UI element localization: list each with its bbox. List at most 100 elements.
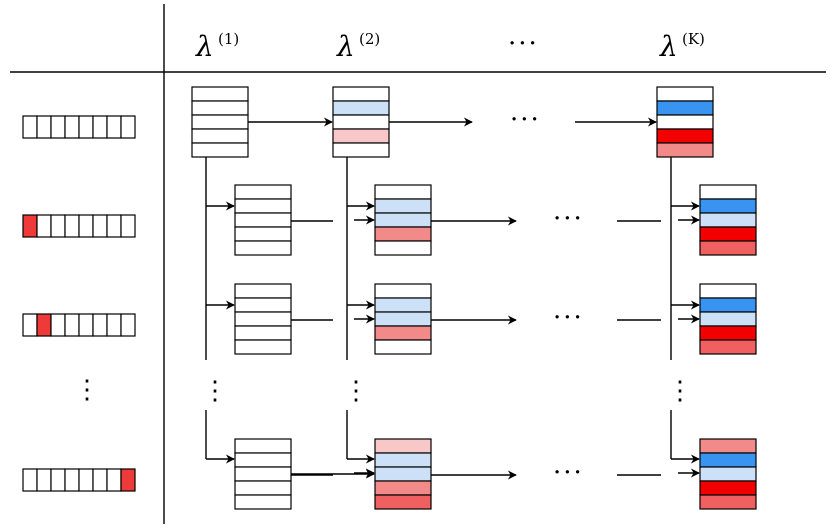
input-pattern-flip-2-cell xyxy=(78,313,94,337)
stack-base-stage-3-cell xyxy=(656,86,714,102)
row-ellipsis: ··· xyxy=(510,105,541,135)
input-pattern-flip-n-cell xyxy=(50,468,66,492)
stack-flip-2-stage-3-cell xyxy=(699,339,757,355)
stack-base-stage-1-cell xyxy=(191,100,249,116)
stack-base-stage-1-cell xyxy=(191,142,249,158)
stack-flip-n-stage-3-cell xyxy=(699,480,757,496)
stack-base-stage-3-cell xyxy=(656,100,714,116)
row-ellipsis: ··· xyxy=(553,303,584,333)
stack-base-stage-3-cell xyxy=(656,114,714,130)
header-symbol: λ xyxy=(659,30,678,63)
header-symbol: λ xyxy=(336,30,355,63)
stack-flip-2-stage-1-cell xyxy=(234,339,292,355)
header-superscript: (K) xyxy=(682,30,705,48)
stack-flip-2-stage-2-cell xyxy=(374,297,432,313)
stack-flip-2-stage-3-cell xyxy=(699,297,757,313)
column-header-lambda-k: λ (K) xyxy=(659,30,705,63)
stack-flip-n-stage-2-cell xyxy=(374,452,432,468)
stack-flip-n-stage-3-cell xyxy=(699,452,757,468)
input-pattern-base-cell xyxy=(92,115,108,139)
vertical-ellipsis: ⋮ xyxy=(343,376,371,406)
input-pattern-flip-2-cell xyxy=(106,313,122,337)
stack-base-stage-1-cell xyxy=(191,114,249,130)
stack-flip-1-stage-2-cell xyxy=(374,184,432,200)
input-pattern-flip-2-cell xyxy=(22,313,38,337)
input-pattern-flip-n-cell xyxy=(92,468,108,492)
stack-flip-1-stage-1-cell xyxy=(234,240,292,256)
input-pattern-base-cell xyxy=(64,115,80,139)
input-pattern-base-cell xyxy=(22,115,38,139)
input-pattern-flip-2-cell xyxy=(120,313,136,337)
input-pattern-flip-n-cell xyxy=(106,468,122,492)
stack-flip-1-stage-1-cell xyxy=(234,212,292,228)
stack-flip-1-stage-1-cell xyxy=(234,184,292,200)
stack-flip-2-stage-2-cell xyxy=(374,283,432,299)
stack-base-stage-2-cell xyxy=(332,114,390,130)
input-pattern-flip-2-cell xyxy=(50,313,66,337)
input-pattern-base-cell xyxy=(106,115,122,139)
row-ellipsis: ··· xyxy=(553,458,584,488)
stack-flip-1-stage-3-cell xyxy=(699,226,757,242)
stack-flip-2-stage-2-cell xyxy=(374,339,432,355)
row-ellipsis: ··· xyxy=(553,204,584,234)
stack-flip-2-stage-3-cell xyxy=(699,283,757,299)
input-pattern-flip-n-cell xyxy=(36,468,52,492)
input-pattern-flip-n-cell xyxy=(78,468,94,492)
header-superscript: (2) xyxy=(359,30,380,48)
stack-flip-n-stage-1-cell xyxy=(234,466,292,482)
vertical-ellipsis: ⋮ xyxy=(202,376,230,406)
stack-flip-2-stage-3-cell xyxy=(699,311,757,327)
stack-base-stage-2-cell xyxy=(332,86,390,102)
input-pattern-flip-2-cell xyxy=(92,313,108,337)
stack-flip-n-stage-1-cell xyxy=(234,494,292,510)
stack-flip-n-stage-2-cell xyxy=(374,494,432,510)
column-header-lambda-2: λ (2) xyxy=(336,30,380,63)
header-symbol: λ xyxy=(195,30,214,63)
input-pattern-flip-1-cell xyxy=(92,214,108,238)
stack-flip-n-stage-1-cell xyxy=(234,452,292,468)
column-header-lambda-1: λ (1) xyxy=(195,30,239,63)
diagram-content: ··· ··· ··· ··· ⋮ ⋮ ⋮ ⋮ xyxy=(22,86,757,510)
stack-flip-n-stage-2-cell xyxy=(374,480,432,496)
stack-flip-1-stage-2-cell xyxy=(374,198,432,214)
stack-flip-1-stage-2-cell xyxy=(374,212,432,228)
column-header-ellipsis: ··· xyxy=(508,29,539,59)
stack-flip-1-stage-3-cell xyxy=(699,212,757,228)
header-ellipsis: ··· xyxy=(508,29,539,59)
stack-flip-1-stage-1-cell xyxy=(234,226,292,242)
stack-flip-n-stage-1-cell xyxy=(234,480,292,496)
stack-flip-n-stage-3-cell xyxy=(699,438,757,454)
stack-flip-n-stage-3-cell xyxy=(699,494,757,510)
stack-base-stage-2-cell xyxy=(332,100,390,116)
stack-base-stage-1-cell xyxy=(191,128,249,144)
input-vertical-ellipsis: ⋮ xyxy=(74,375,102,405)
stack-flip-2-stage-1-cell xyxy=(234,311,292,327)
header-superscript: (1) xyxy=(218,30,239,48)
input-pattern-flip-1-cell xyxy=(50,214,66,238)
input-pattern-flip-2-cell xyxy=(64,313,80,337)
input-pattern-base-cell xyxy=(50,115,66,139)
stack-base-stage-2-cell xyxy=(332,128,390,144)
stack-flip-1-stage-2-cell xyxy=(374,226,432,242)
stack-base-stage-1-cell xyxy=(191,86,249,102)
stack-flip-1-stage-1-cell xyxy=(234,198,292,214)
input-pattern-flip-1-cell xyxy=(36,214,52,238)
stack-flip-n-stage-2-cell xyxy=(374,466,432,482)
stack-base-stage-3-cell xyxy=(656,128,714,144)
input-pattern-flip-1-cell xyxy=(120,214,136,238)
stack-flip-2-stage-2-cell xyxy=(374,311,432,327)
input-pattern-flip-2-cell xyxy=(36,313,52,337)
input-pattern-base-cell xyxy=(120,115,136,139)
stack-base-stage-2-cell xyxy=(332,142,390,158)
input-pattern-flip-n-cell xyxy=(22,468,38,492)
input-pattern-base-cell xyxy=(78,115,94,139)
stack-flip-n-stage-1-cell xyxy=(234,438,292,454)
input-pattern-flip-1-cell xyxy=(106,214,122,238)
vertical-ellipsis: ⋮ xyxy=(667,376,695,406)
stack-flip-2-stage-1-cell xyxy=(234,325,292,341)
stack-flip-1-stage-2-cell xyxy=(374,240,432,256)
stack-flip-1-stage-3-cell xyxy=(699,240,757,256)
input-pattern-flip-1-cell xyxy=(64,214,80,238)
